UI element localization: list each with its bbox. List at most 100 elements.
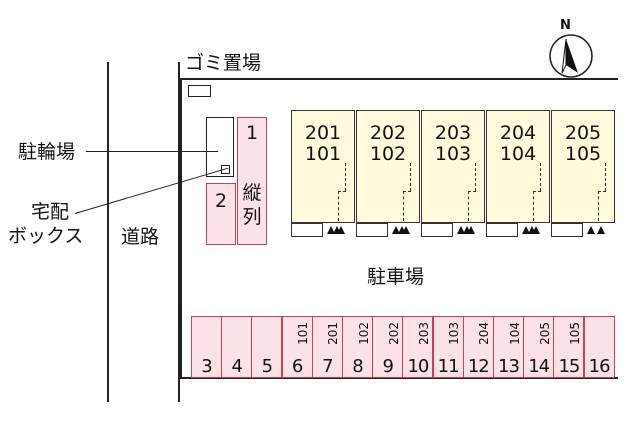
parking-space-6: 101 6 — [281, 316, 313, 378]
delivery-box-label-line2: ボックス — [8, 225, 84, 247]
parking-space-3: 3 — [191, 316, 222, 378]
parking-space-unit-label: 203 — [416, 322, 431, 345]
parking-space-number: 10 — [407, 356, 429, 377]
unit-lower-number: 105 — [564, 143, 602, 165]
road-label: 道路 — [121, 226, 160, 248]
parking-space-number: 6 — [291, 356, 303, 377]
entrance-arrow-icon — [327, 226, 335, 234]
parking-space-10: 203 10 — [402, 316, 434, 378]
stair-line — [540, 163, 541, 191]
entrance-arrow-icon — [457, 226, 465, 234]
bicycle-leader-line — [86, 151, 218, 152]
entrance-step — [356, 223, 388, 237]
parking-space-number: 5 — [261, 356, 273, 377]
tandem-label-2: 列 — [242, 206, 262, 228]
entrance-arrow-icon — [337, 226, 345, 234]
stair-line — [338, 191, 346, 192]
entrance-arrow-icon — [528, 226, 536, 234]
road-line-right — [178, 62, 180, 402]
stair-line — [475, 163, 476, 191]
parking-space-2-number: 2 — [214, 190, 228, 212]
parking-space-unit-label: 204 — [477, 322, 492, 345]
unit-upper-number: 204 — [499, 122, 537, 144]
stair-line — [598, 191, 606, 192]
lot-boundary — [180, 78, 618, 379]
stair-line — [598, 191, 599, 221]
stair-line — [533, 191, 541, 192]
entrance-arrow-icon — [587, 226, 595, 234]
entrance-arrow-icon — [333, 226, 341, 234]
unit-lower-number: 101 — [304, 143, 342, 165]
parking-space-unit-label: 104 — [507, 322, 522, 345]
parking-lot-label: 駐車場 — [367, 266, 425, 288]
parking-space-unit-label: 105 — [567, 322, 582, 345]
parking-space-16: 16 — [583, 316, 615, 378]
unit-lower-number: 103 — [434, 143, 472, 165]
entrance-arrow-icon — [597, 226, 605, 234]
entrance-arrow-icon — [522, 226, 530, 234]
parking-space-number: 3 — [201, 356, 212, 377]
parking-space-unit-label: 103 — [447, 322, 462, 345]
parking-space-11: 103 11 — [432, 316, 464, 378]
parking-space-number: 13 — [498, 356, 520, 377]
stair-line — [410, 163, 411, 191]
stair-line — [533, 191, 534, 221]
parking-space-5: 5 — [251, 316, 283, 378]
road-line-left — [107, 62, 109, 402]
entrance-arrow-icon — [402, 226, 410, 234]
entrance-step — [486, 223, 518, 237]
parking-space-4: 4 — [221, 316, 253, 378]
entrance-step — [551, 223, 583, 237]
stair-line — [468, 191, 469, 221]
delivery-box-label-line1: 宅配 — [31, 201, 70, 223]
entrance-step — [421, 223, 453, 237]
parking-space-number: 15 — [558, 356, 580, 377]
entrance-arrow-icon — [398, 226, 406, 234]
garbage-area — [188, 85, 211, 97]
unit-lower-number: 104 — [499, 143, 537, 165]
parking-space-number: 16 — [588, 356, 611, 377]
parking-space-number: 12 — [467, 356, 490, 377]
compass-icon — [549, 34, 593, 78]
parking-space-1-number: 1 — [245, 122, 259, 144]
stair-line — [338, 191, 339, 221]
entrance-arrow-icon — [467, 226, 475, 234]
parking-space-unit-label: 202 — [386, 322, 401, 345]
stair-line — [605, 163, 606, 191]
tandem-label-1: 縦 — [242, 182, 262, 204]
parking-space-2: 2 — [206, 183, 236, 245]
parking-space-12: 204 12 — [462, 316, 494, 378]
entrance-arrow-icon — [532, 226, 540, 234]
entrance-step — [291, 223, 323, 237]
stair-line — [403, 191, 411, 192]
garbage-area-label: ゴミ置場 — [185, 52, 262, 74]
parking-space-number: 11 — [437, 356, 460, 377]
unit-lower-number: 102 — [369, 143, 407, 165]
parking-space-unit-label: 201 — [326, 322, 341, 345]
stair-line — [468, 191, 476, 192]
parking-space-number: 7 — [322, 356, 333, 377]
compass-north-label: N — [560, 18, 571, 33]
stair-line — [403, 191, 404, 221]
parking-space-number: 9 — [382, 356, 393, 377]
entrance-arrow-icon — [463, 226, 471, 234]
delivery-box — [221, 165, 230, 174]
unit-upper-number: 203 — [434, 122, 472, 144]
unit-upper-number: 205 — [564, 122, 602, 144]
parking-space-unit-label: 102 — [356, 322, 371, 345]
entrance-arrow-icon — [392, 226, 400, 234]
parking-space-15: 105 15 — [553, 316, 585, 378]
unit-upper-number: 201 — [304, 122, 342, 144]
parking-space-unit-label: 205 — [537, 322, 552, 345]
parking-space-13: 104 13 — [493, 316, 524, 378]
parking-space-unit-label: 101 — [296, 322, 311, 345]
